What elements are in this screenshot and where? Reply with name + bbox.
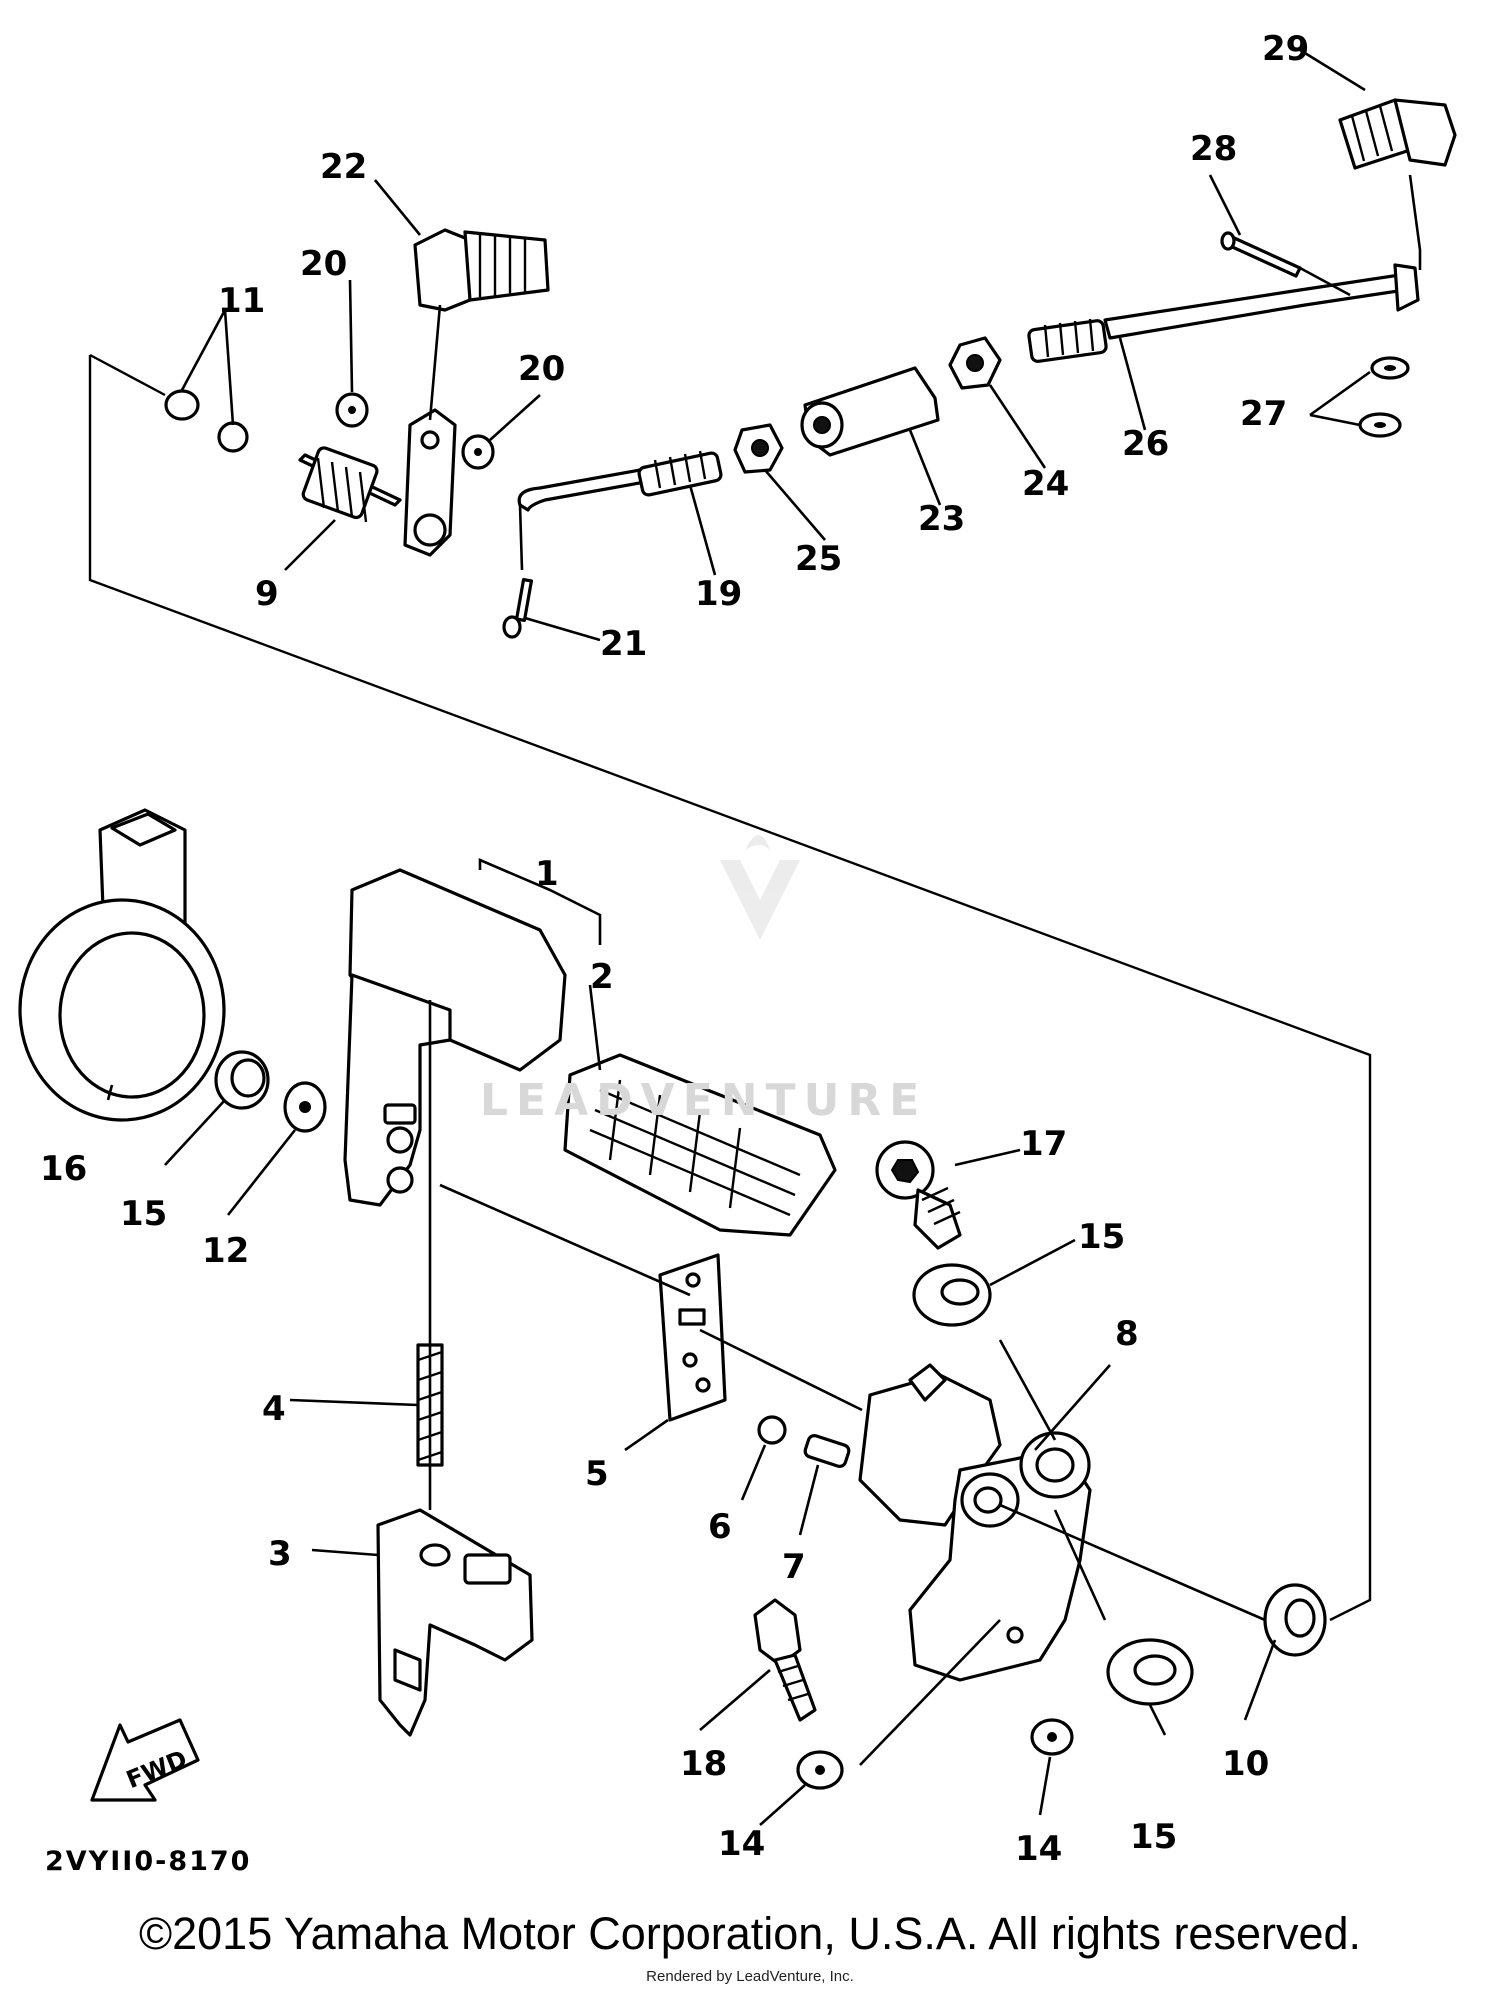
- fwd-arrow-icon: FWD: [90, 1718, 200, 1802]
- part-2-grip[interactable]: [563, 1053, 837, 1237]
- part-13-grommet[interactable]: [214, 1050, 270, 1110]
- part-8-bracket-assy[interactable]: [858, 1363, 1092, 1682]
- part-25-nut[interactable]: [733, 423, 784, 474]
- callout-19: 19: [695, 574, 742, 614]
- part-5-plate[interactable]: [658, 1253, 727, 1422]
- part-14-washers[interactable]: [796, 1718, 1074, 1790]
- watermark-text: LEADVENTURE: [480, 1075, 928, 1126]
- callout-15b: 15: [1130, 1817, 1177, 1857]
- part-28-pin[interactable]: [1220, 231, 1302, 278]
- callout-18: 18: [680, 1744, 727, 1784]
- callout-21: 21: [600, 624, 647, 664]
- callout-12: 12: [202, 1231, 249, 1271]
- part-22-boot[interactable]: [413, 228, 550, 312]
- callout-14b: 14: [1015, 1829, 1062, 1869]
- callout-1: 1: [535, 854, 559, 894]
- part-18-bolt[interactable]: [753, 1598, 817, 1722]
- callout-8: 8: [1115, 1314, 1139, 1354]
- callout-20a: 20: [300, 244, 347, 284]
- callout-29: 29: [1262, 29, 1309, 69]
- part-20-washers[interactable]: [335, 392, 495, 470]
- copyright-text: ©2015 Yamaha Motor Corporation, U.S.A. A…: [138, 1908, 1362, 1959]
- part-21-pin[interactable]: [502, 578, 534, 639]
- part-26-rod[interactable]: [1027, 263, 1420, 363]
- part-12-washer[interactable]: [283, 1081, 327, 1133]
- part-27-washers[interactable]: [1358, 356, 1410, 438]
- callout-6: 6: [708, 1507, 732, 1547]
- part-29-boot[interactable]: [1338, 98, 1457, 170]
- callout-7: 7: [782, 1547, 806, 1587]
- part-23-joint[interactable]: [800, 366, 940, 457]
- callout-15a: 15: [1078, 1217, 1125, 1257]
- callout-numbers: 29 28 27 26 24 23 25 19 21 9 20 20 22 11…: [40, 29, 1309, 1877]
- callout-25: 25: [795, 539, 842, 579]
- part-16-bracket[interactable]: [18, 808, 226, 1122]
- callout-16: 16: [40, 1149, 87, 1189]
- callout-17: 17: [1020, 1124, 1067, 1164]
- callout-13: 15: [120, 1194, 167, 1234]
- part-10-washer[interactable]: [1263, 1583, 1327, 1657]
- callout-14a: 14: [718, 1824, 765, 1864]
- part-1-shift-lever[interactable]: [343, 868, 567, 1207]
- part-24-nut[interactable]: [948, 336, 1002, 390]
- callout-5: 5: [585, 1454, 609, 1494]
- part-19-rod[interactable]: [517, 450, 723, 512]
- part-3-lever[interactable]: [376, 1508, 534, 1737]
- part-9-shift-shaft[interactable]: [298, 408, 457, 557]
- callout-26: 26: [1122, 424, 1169, 464]
- callout-9: 9: [255, 574, 279, 614]
- callout-20b: 20: [518, 349, 565, 389]
- callout-24: 24: [1022, 464, 1069, 504]
- callout-2: 2: [590, 957, 614, 997]
- callout-23: 23: [918, 499, 965, 539]
- leader-lines: [106, 48, 1422, 1826]
- part-code: 2VYII0-8170: [45, 1846, 251, 1877]
- part-6-ball[interactable]: [757, 1415, 787, 1445]
- rendered-by-text: Rendered by LeadVenture, Inc.: [646, 1968, 854, 1985]
- callout-28: 28: [1190, 129, 1237, 169]
- callout-4: 4: [262, 1389, 286, 1429]
- part-15-washers[interactable]: [912, 1263, 1194, 1706]
- callout-11: 11: [218, 281, 265, 321]
- callout-22: 22: [320, 147, 367, 187]
- part-7-plunger[interactable]: [803, 1434, 851, 1468]
- callout-27: 27: [1240, 394, 1287, 434]
- callout-10: 10: [1222, 1744, 1269, 1784]
- callout-3: 3: [268, 1534, 292, 1574]
- watermark-logo: [720, 835, 800, 940]
- part-11-washers[interactable]: [164, 389, 249, 453]
- part-17-bolt[interactable]: [875, 1140, 962, 1250]
- assembly-outline: [88, 353, 1372, 1622]
